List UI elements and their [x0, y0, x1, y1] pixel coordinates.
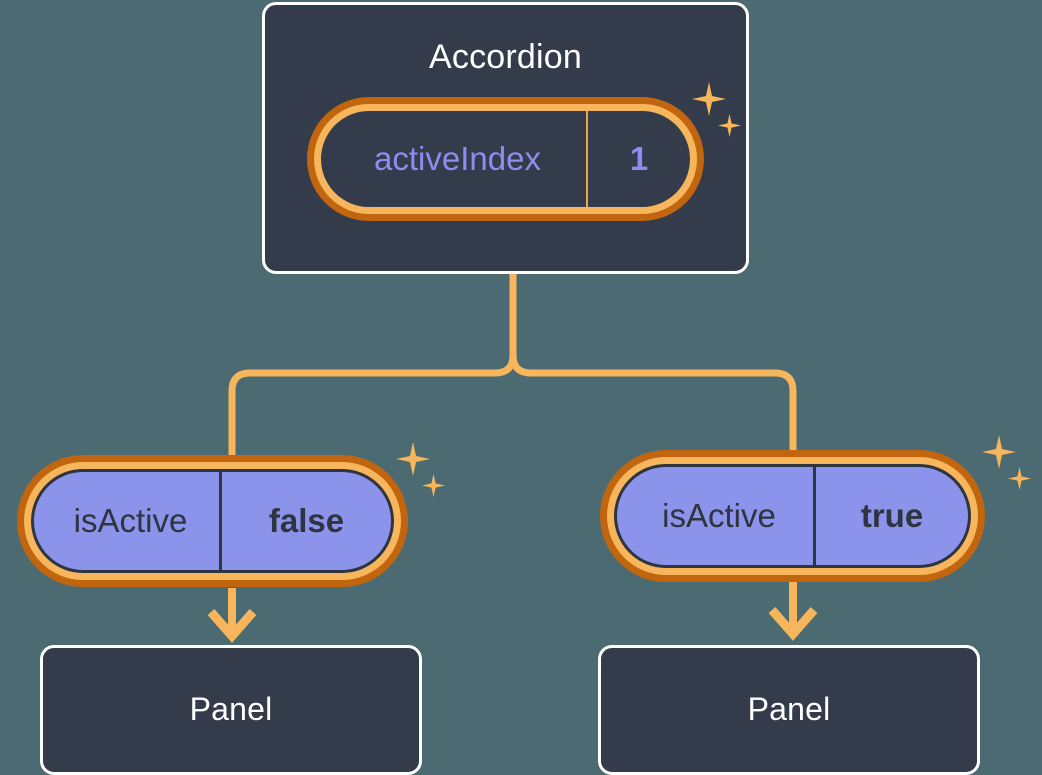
edge-root-to-child-left — [228, 351, 517, 461]
pill-body: isActive true — [614, 464, 971, 568]
arrowhead-left-icon — [207, 609, 257, 643]
prop-key-label: isActive — [73, 502, 188, 539]
pill-body: activeIndex 1 — [321, 111, 690, 207]
pill-inner-ring: isActive true — [607, 457, 978, 575]
prop-pill-isactive-true[interactable]: isActive true — [600, 450, 985, 582]
pill-inner-ring: isActive false — [24, 462, 401, 580]
component-title-accordion: Accordion — [429, 38, 582, 76]
prop-value-label: true — [813, 467, 968, 565]
prop-key-label: isActive — [662, 497, 776, 534]
pill-inner-ring: activeIndex 1 — [314, 104, 697, 214]
component-node-panel-right[interactable]: Panel — [598, 645, 980, 775]
component-node-panel-left[interactable]: Panel — [40, 645, 422, 775]
state-key-label: activeIndex — [374, 140, 541, 177]
state-value-label: 1 — [586, 111, 690, 207]
state-pill-activeindex[interactable]: activeIndex 1 — [307, 97, 704, 221]
edge-root-to-children — [509, 270, 797, 456]
pill-body: isActive false — [31, 469, 394, 573]
arrowhead-right-icon — [768, 607, 818, 641]
component-title-panel-right: Panel — [747, 691, 831, 727]
prop-pill-isactive-false[interactable]: isActive false — [17, 455, 408, 587]
prop-value-label: false — [219, 472, 391, 570]
component-title-panel-left: Panel — [189, 691, 273, 727]
